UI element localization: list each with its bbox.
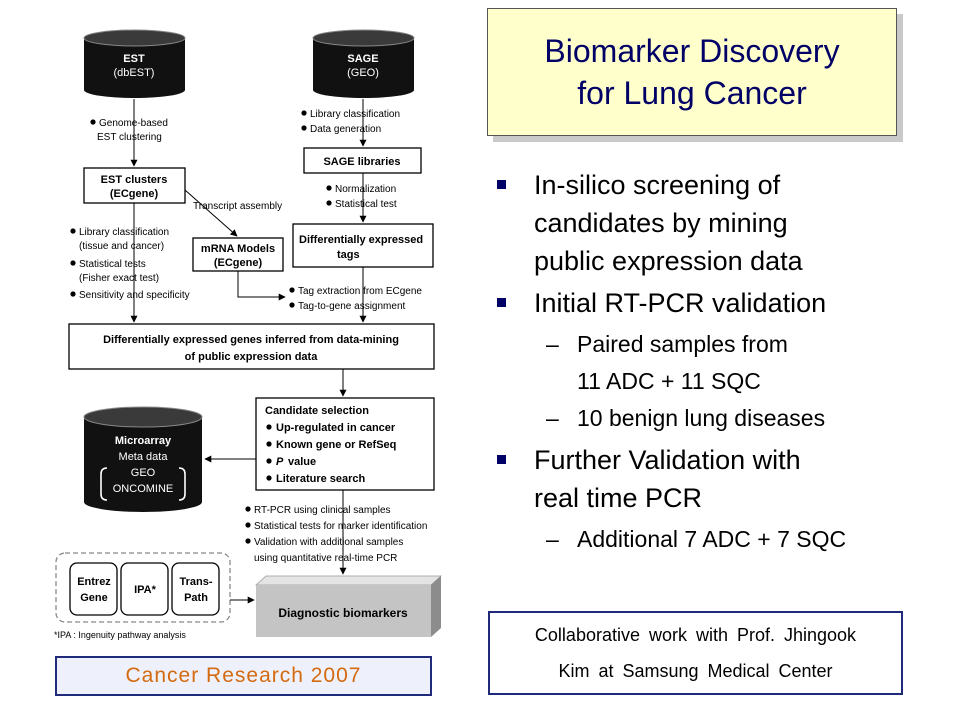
- tool-entrez-line2: Gene: [80, 592, 108, 604]
- tool-transpath-line1: Trans-: [179, 576, 212, 588]
- candidate-item-1: Up-regulated in cancer: [276, 422, 396, 434]
- sub-bullet-dash: –: [546, 405, 559, 431]
- bullet-item: Further Validation with real time PCR: [497, 441, 947, 517]
- sub-bullet-text: Paired samples from: [577, 331, 788, 357]
- tool-ipa: IPA*: [120, 562, 169, 616]
- sage-database: SAGE (GEO): [312, 29, 415, 98]
- sub-bullet-dash: –: [546, 526, 559, 552]
- est-database: EST (dbEST): [83, 29, 186, 98]
- bullet-marker: [497, 455, 506, 464]
- dex-tags-line2: tags: [337, 249, 360, 261]
- microarray-line3: ONCOMINE: [113, 483, 174, 495]
- candidate-item-2: Known gene or RefSeq: [276, 439, 396, 451]
- est-db-title: EST: [123, 53, 145, 65]
- workflow-diagram: EST (dbEST) SAGE (GEO) Genome-based EST …: [54, 29, 443, 640]
- candidate-item-4: Literature search: [276, 473, 366, 485]
- mrna-models-line2: (ECgene): [214, 257, 263, 269]
- dex-tags-line1: Differentially expressed: [299, 234, 423, 246]
- tool-transpath: Trans- Path: [171, 562, 220, 616]
- bullet-item: Initial RT-PCR validation: [497, 284, 947, 322]
- est-clusters-line1: EST clusters: [101, 174, 168, 186]
- sub-bullet-item: – 10 benign lung diseases: [497, 400, 947, 437]
- left-step-3: Statistical tests: [79, 259, 146, 270]
- candidate-item-3-p: P: [276, 456, 284, 468]
- est-step-1: Genome-based: [99, 118, 168, 129]
- source-citation: Cancer Research 2007: [55, 656, 432, 696]
- sub-bullet-text: Additional 7 ADC + 7 SQC: [577, 526, 847, 552]
- sage-db-sub: (GEO): [347, 67, 379, 79]
- sub-bullet-text: 10 benign lung diseases: [577, 405, 826, 431]
- slide-title-line-1: Biomarker Discovery: [544, 33, 840, 69]
- tag-step-2: Tag-to-gene assignment: [298, 301, 406, 312]
- bullet-text: Further Validation with: [534, 445, 801, 475]
- tool-entrez-gene: Entrez Gene: [69, 562, 118, 616]
- candidate-item-3: value: [288, 456, 316, 468]
- sage-step-1: Library classification: [310, 109, 400, 120]
- microarray-line1: Meta data: [119, 451, 169, 463]
- est-clusters-line2: (ECgene): [110, 188, 159, 200]
- inferred-genes-line1: Differentially expressed genes inferred …: [103, 334, 399, 346]
- transcript-assembly-label: Transcript assembly: [193, 201, 282, 212]
- bullet-item: In-silico screening of candidates by min…: [497, 166, 947, 280]
- bullet-list: In-silico screening of candidates by min…: [497, 166, 947, 558]
- inferred-genes-line2: of public expression data: [185, 351, 319, 363]
- est-step-2: EST clustering: [97, 132, 162, 143]
- left-step-2: (tissue and cancer): [79, 241, 164, 252]
- candidate-selection-box: [255, 397, 435, 491]
- diagnostic-label: Diagnostic biomarkers: [278, 606, 408, 620]
- sage-libraries-label: SAGE libraries: [323, 156, 400, 168]
- sub-bullet-dash: –: [546, 331, 559, 357]
- tools-group: [55, 552, 231, 623]
- bullet-marker: [497, 298, 506, 307]
- sub-bullet-text: 11 ADC + 11 SQC: [577, 368, 761, 394]
- sage-step-2: Data generation: [310, 124, 381, 135]
- collaboration-line-1: Collaborative work with Prof. Jhingook: [534, 625, 857, 645]
- bullet-text: In-silico screening of: [534, 170, 781, 200]
- bullet-text: real time PCR: [534, 483, 703, 513]
- left-step-1: Library classification: [79, 227, 169, 238]
- bullet-text: public expression data: [534, 246, 803, 276]
- inferred-genes-box: [68, 323, 435, 370]
- diagnostic-biomarkers-box: Diagnostic biomarkers: [254, 575, 443, 637]
- validation-step-2: Statistical tests for marker identificat…: [254, 521, 427, 532]
- est-db-sub: (dbEST): [114, 67, 155, 79]
- left-step-4: (Fisher exact test): [79, 273, 159, 284]
- microarray-database: Microarray Meta data GEO ONCOMINE: [83, 406, 203, 512]
- bullet-marker: [497, 180, 506, 189]
- norm-step-2: Statistical test: [335, 199, 397, 210]
- candidate-title: Candidate selection: [265, 405, 369, 417]
- sub-bullet-item: – Paired samples from 11 ADC + 11 SQC: [497, 326, 947, 400]
- slide-title-line-2: for Lung Cancer: [577, 75, 807, 111]
- ipa-note: *IPA : Ingenuity pathway analysis: [54, 630, 186, 640]
- collaboration-box: Collaborative work with Prof. Jhingook K…: [488, 611, 903, 695]
- validation-step-3: Validation with additional samples: [254, 537, 403, 548]
- mrna-models-line1: mRNA Models: [201, 243, 275, 255]
- sage-db-title: SAGE: [347, 53, 378, 65]
- tag-step-1: Tag extraction from ECgene: [298, 286, 422, 297]
- bullet-text: candidates by mining: [534, 208, 788, 238]
- tool-entrez-line1: Entrez: [77, 576, 111, 588]
- bullet-text: Initial RT-PCR validation: [534, 288, 827, 318]
- slide-title-box: Biomarker Discovery for Lung Cancer: [487, 8, 897, 136]
- tool-transpath-line2: Path: [184, 592, 208, 604]
- norm-step-1: Normalization: [335, 184, 396, 195]
- sub-bullet-item: – Additional 7 ADC + 7 SQC: [497, 521, 947, 558]
- validation-step-1: RT-PCR using clinical samples: [254, 505, 391, 516]
- microarray-title: Microarray: [115, 435, 172, 447]
- tool-ipa-label: IPA*: [134, 584, 157, 596]
- collaboration-line-2: Kim at Samsung Medical Center: [558, 661, 833, 681]
- validation-step-4: using quantitative real-time PCR: [254, 553, 397, 564]
- left-step-5: Sensitivity and specificity: [79, 290, 190, 301]
- microarray-line2: GEO: [131, 467, 156, 479]
